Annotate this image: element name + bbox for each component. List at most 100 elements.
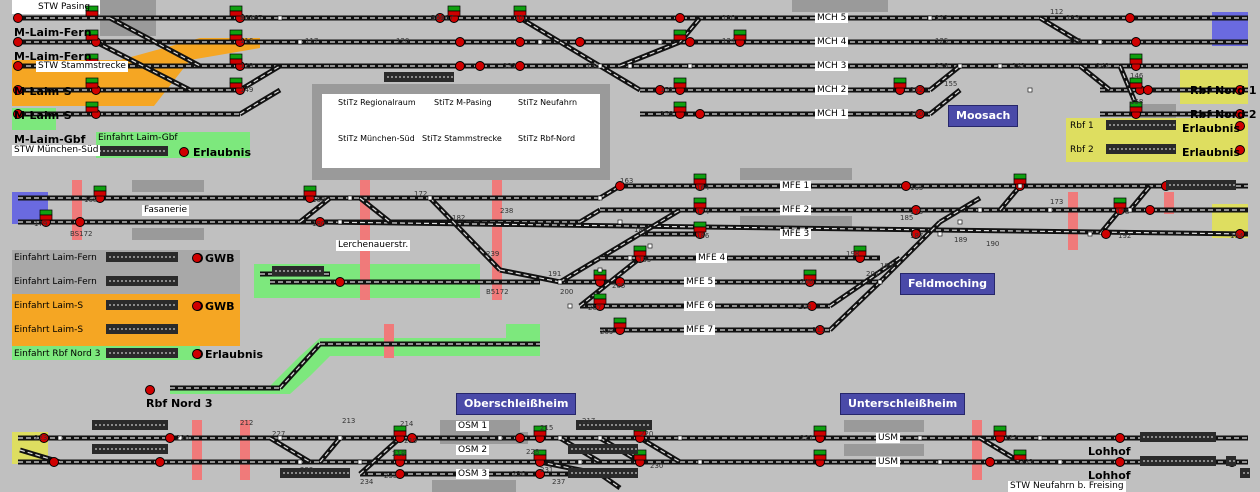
signal-light[interactable] bbox=[407, 433, 417, 443]
signal-light[interactable] bbox=[75, 217, 85, 227]
track-segment[interactable] bbox=[938, 195, 982, 225]
track-joint bbox=[957, 219, 963, 225]
signal-light[interactable] bbox=[515, 37, 525, 47]
signal-light[interactable] bbox=[807, 301, 817, 311]
track-segment[interactable] bbox=[598, 231, 642, 261]
stitz-item[interactable]: StiTz Rbf-Nord bbox=[518, 134, 576, 143]
signal-light[interactable] bbox=[155, 457, 165, 467]
signal-light[interactable] bbox=[675, 13, 685, 23]
signal-light[interactable] bbox=[455, 61, 465, 71]
track-segment[interactable] bbox=[518, 15, 562, 45]
signal-light[interactable] bbox=[395, 469, 405, 479]
signal-light[interactable] bbox=[695, 109, 705, 119]
element-number: 206 bbox=[800, 278, 814, 286]
track-segment[interactable] bbox=[558, 255, 602, 285]
track-segment[interactable] bbox=[978, 435, 1022, 465]
signal-light[interactable] bbox=[1235, 85, 1245, 95]
signal-light[interactable] bbox=[1143, 85, 1153, 95]
signal-light[interactable] bbox=[1235, 229, 1245, 239]
station-moosach[interactable]: Moosach bbox=[948, 105, 1019, 127]
block-dot bbox=[1173, 184, 1175, 186]
signal-light[interactable] bbox=[1235, 121, 1245, 131]
block-dot bbox=[571, 448, 573, 450]
signal-light[interactable] bbox=[615, 181, 625, 191]
signal-light[interactable] bbox=[1101, 229, 1111, 239]
signal-light[interactable] bbox=[49, 457, 59, 467]
signal-light[interactable] bbox=[515, 61, 525, 71]
rbf-nord-1-label: Rbf Nord 1 bbox=[1190, 84, 1257, 97]
signal-light[interactable] bbox=[192, 253, 202, 263]
signal-light[interactable] bbox=[315, 217, 325, 227]
block-dot bbox=[391, 76, 393, 78]
track-segment[interactable] bbox=[268, 435, 312, 465]
block-dot bbox=[1161, 148, 1163, 150]
stitz-item[interactable]: StiTz München-Süd bbox=[338, 134, 415, 143]
track-segment[interactable] bbox=[638, 207, 682, 237]
stitz-item[interactable]: StiTz Regionalraum bbox=[338, 98, 416, 107]
signal-light[interactable] bbox=[435, 13, 445, 23]
station-unterschleissheim[interactable]: Unterschleißheim bbox=[840, 393, 966, 415]
block-dot bbox=[1243, 472, 1245, 474]
signal-light[interactable] bbox=[915, 85, 925, 95]
signal-light[interactable] bbox=[985, 457, 995, 467]
track-joint bbox=[597, 435, 603, 441]
block-dot bbox=[169, 304, 171, 306]
track-segment[interactable] bbox=[638, 435, 682, 465]
signal-light[interactable] bbox=[39, 433, 49, 443]
signal-light[interactable] bbox=[615, 277, 625, 287]
station-feldmoching[interactable]: Feldmoching bbox=[900, 273, 996, 295]
signal-light[interactable] bbox=[1145, 205, 1155, 215]
stitz-item[interactable]: StiTz Stammstrecke bbox=[422, 134, 502, 143]
gray-block bbox=[432, 480, 516, 492]
signal-light[interactable] bbox=[1115, 457, 1125, 467]
element-number: 175 bbox=[910, 208, 924, 216]
signal-light[interactable] bbox=[655, 85, 665, 95]
block-dot bbox=[595, 472, 597, 474]
signal-light[interactable] bbox=[179, 147, 189, 157]
stitz-item[interactable]: StiTz M-Pasing bbox=[434, 98, 492, 107]
signal-light[interactable] bbox=[335, 277, 345, 287]
signal-light[interactable] bbox=[815, 325, 825, 335]
signal-light[interactable] bbox=[685, 37, 695, 47]
stitz-item[interactable]: StiTz Neufahrn bbox=[518, 98, 578, 107]
signal-head bbox=[593, 293, 607, 300]
track-segment[interactable] bbox=[238, 87, 282, 117]
signal-light[interactable] bbox=[165, 433, 175, 443]
track-centerline bbox=[829, 281, 881, 331]
track-segment[interactable] bbox=[558, 39, 602, 69]
signal-head bbox=[1113, 197, 1127, 204]
signal-light[interactable] bbox=[192, 301, 202, 311]
signal-light[interactable] bbox=[535, 469, 545, 479]
signal-light[interactable] bbox=[13, 85, 23, 95]
signal-light[interactable] bbox=[1235, 145, 1245, 155]
signal-light[interactable] bbox=[475, 61, 485, 71]
signal-light[interactable] bbox=[145, 385, 155, 395]
signal-light[interactable] bbox=[901, 181, 911, 191]
signal-light[interactable] bbox=[13, 109, 23, 119]
track-segment[interactable] bbox=[238, 63, 282, 93]
track-segment[interactable] bbox=[1038, 15, 1082, 45]
signal-light[interactable] bbox=[192, 349, 202, 359]
signal-light[interactable] bbox=[1131, 37, 1141, 47]
signal-light[interactable] bbox=[13, 37, 23, 47]
station-oberschleissheim[interactable]: Oberschleißheim bbox=[456, 393, 577, 415]
signal-light[interactable] bbox=[915, 109, 925, 119]
track-segment[interactable] bbox=[598, 63, 642, 93]
signal-light[interactable] bbox=[575, 37, 585, 47]
signal-light[interactable] bbox=[13, 61, 23, 71]
signal-light[interactable] bbox=[1235, 109, 1245, 119]
block-dot bbox=[603, 472, 605, 474]
signal-light[interactable] bbox=[13, 13, 23, 23]
signal-light[interactable] bbox=[1125, 13, 1135, 23]
element-number: 174 bbox=[696, 208, 710, 216]
block-dot bbox=[149, 256, 151, 258]
block-dot bbox=[157, 280, 159, 282]
signal-light[interactable] bbox=[1115, 433, 1125, 443]
signal-light[interactable] bbox=[911, 229, 921, 239]
block-dot bbox=[1117, 148, 1119, 150]
block-dot bbox=[311, 472, 313, 474]
signal-light[interactable] bbox=[911, 205, 921, 215]
block-dot bbox=[1209, 184, 1211, 186]
signal-light[interactable] bbox=[515, 433, 525, 443]
signal-light[interactable] bbox=[455, 37, 465, 47]
